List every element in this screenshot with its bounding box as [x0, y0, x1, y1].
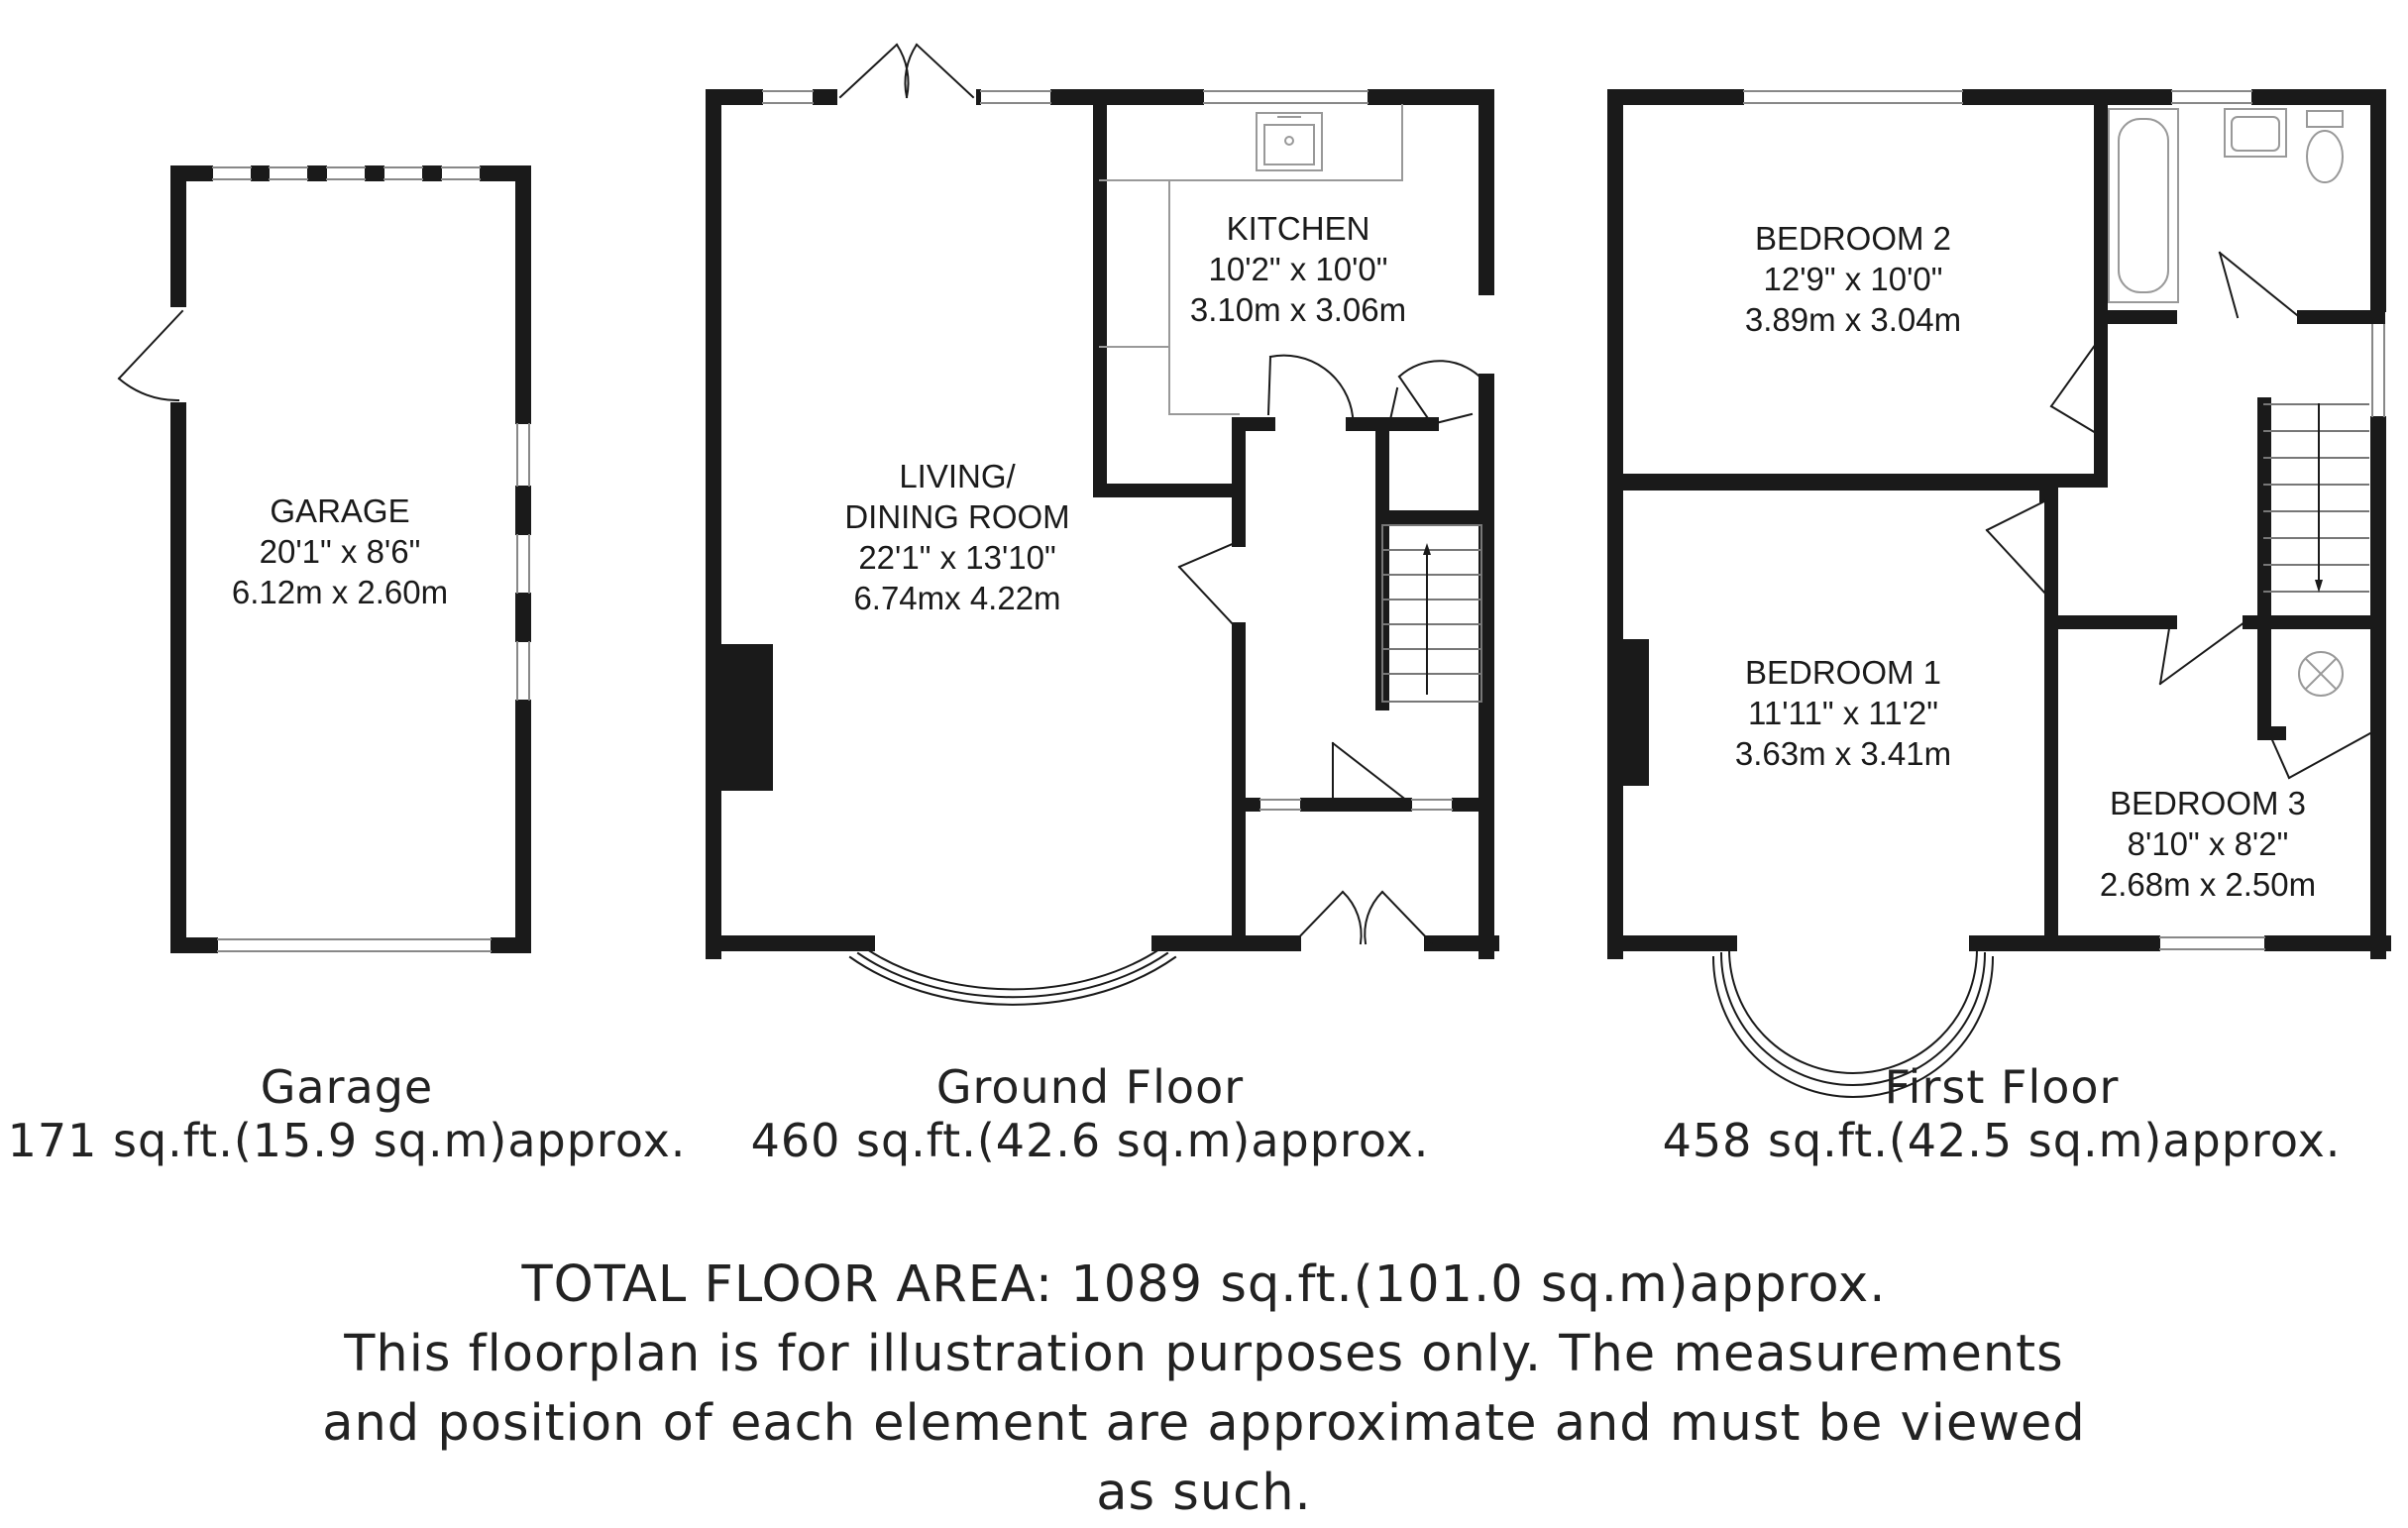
garage-plan — [117, 165, 531, 953]
garage-name: GARAGE — [270, 492, 409, 529]
footer: TOTAL FLOOR AREA: 1089 sq.ft.(101.0 sq.m… — [0, 1251, 2408, 1528]
garage-caption: Garage 171 sq.ft.(15.9 sq.m)approx. — [0, 1060, 694, 1167]
bedroom2-metric: 3.89m x 3.04m — [1745, 301, 1961, 338]
ground-caption: Ground Floor 460 sq.ft.(42.6 sq.m)approx… — [694, 1060, 1486, 1167]
garage-side-windows — [515, 423, 531, 701]
garage-imperial: 20'1" x 8'6" — [260, 533, 421, 570]
living-name-line2: DINING ROOM — [844, 498, 1069, 535]
kitchen-door — [1266, 354, 1355, 418]
disclaimer-line-2: and position of each element are approxi… — [322, 1394, 2086, 1453]
garage-metric: 6.12m x 2.60m — [232, 574, 448, 610]
garage-floor-title: Garage — [260, 1060, 434, 1114]
boiler-icon — [2298, 651, 2344, 697]
bedroom1-metric: 3.63m x 3.41m — [1735, 735, 1951, 772]
living-name-line1: LIVING/ — [899, 458, 1016, 494]
bedroom1-imperial: 11'11" x 11'2" — [1748, 695, 1938, 731]
bathroom-fixtures — [2108, 108, 2344, 303]
garage-floor-area: 171 sq.ft.(15.9 sq.m)approx. — [7, 1114, 687, 1167]
garage-door — [217, 937, 492, 953]
ground-staircase — [1381, 524, 1482, 703]
ground-floor-title: Ground Floor — [935, 1060, 1245, 1114]
back-door — [1397, 360, 1486, 426]
bedroom2-imperial: 12'9" x 10'0" — [1764, 261, 1943, 297]
bedroom3-imperial: 8'10" x 8'2" — [2128, 825, 2289, 862]
disclaimer-line-1: This floorplan is for illustration purpo… — [344, 1325, 2064, 1383]
bedroom3-metric: 2.68m x 2.50m — [2100, 866, 2316, 903]
living-metric: 6.74mx 4.22m — [853, 580, 1060, 616]
first-outer-walls — [1607, 89, 2386, 959]
total-floor-area: TOTAL FLOOR AREA: 1089 sq.ft.(101.0 sq.m… — [521, 1255, 1887, 1314]
disclaimer-line-3: as such. — [1096, 1464, 1312, 1522]
kitchen-metric: 3.10m x 3.06m — [1190, 291, 1406, 328]
first-floor-area: 458 sq.ft.(42.5 sq.m)approx. — [1662, 1114, 2342, 1167]
bedroom1-name: BEDROOM 1 — [1745, 654, 1941, 691]
bedroom2-name: BEDROOM 2 — [1755, 220, 1951, 257]
kitchen-name: KITCHEN — [1227, 210, 1370, 247]
french-doors-top — [838, 43, 975, 99]
first-floor-plan — [1607, 89, 2391, 1098]
room-labels: GARAGE 20'1" x 8'6" 6.12m x 2.60m KITCHE… — [232, 210, 2316, 903]
ground-bay-window — [848, 947, 1177, 1006]
kitchen-units — [1099, 104, 1403, 415]
ground-floor-plan — [706, 43, 1499, 1006]
ground-floor-area: 460 sq.ft.(42.6 sq.m)approx. — [750, 1114, 1430, 1167]
first-bay-window — [1711, 947, 1995, 1098]
kitchen-imperial: 10'2" x 10'0" — [1209, 251, 1388, 287]
living-imperial: 22'1" x 13'10" — [858, 539, 1055, 576]
garage-side-door — [117, 307, 186, 402]
garage-top-windows — [212, 165, 481, 181]
first-floor-title: First Floor — [1884, 1060, 2120, 1114]
front-doors — [1291, 890, 1434, 945]
first-caption: First Floor 458 sq.ft.(42.5 sq.m)approx. — [1605, 1060, 2398, 1167]
bedroom3-name: BEDROOM 3 — [2110, 785, 2306, 821]
first-staircase — [2263, 403, 2369, 593]
living-door — [1177, 541, 1237, 628]
chimney-breast — [721, 644, 773, 791]
